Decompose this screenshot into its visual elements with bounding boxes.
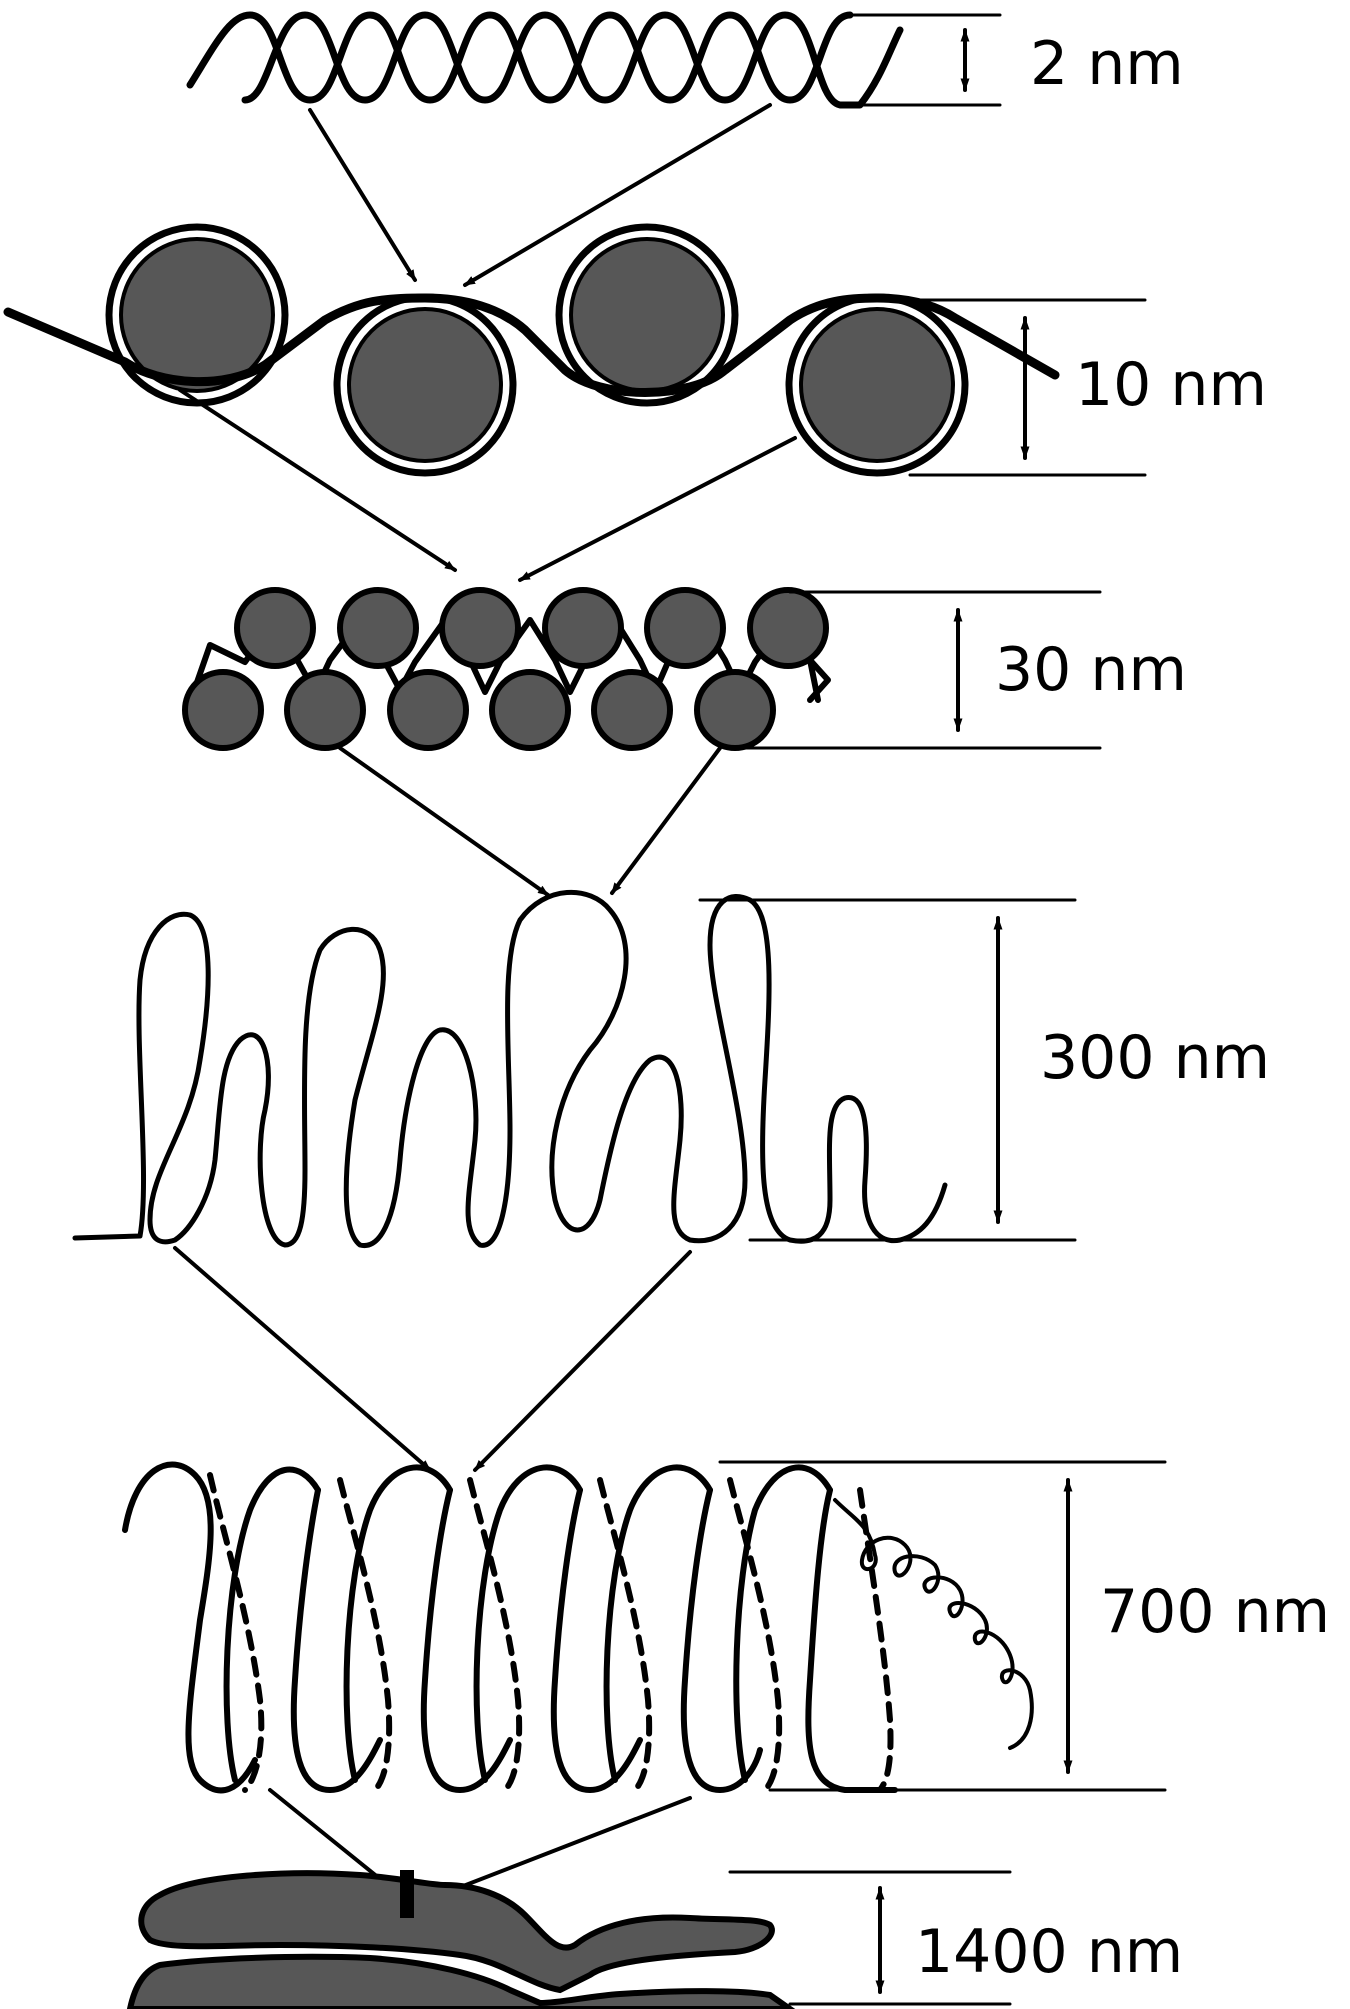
dimension-1400nm: 1400 nm — [730, 1872, 1183, 2004]
looped-domains — [75, 892, 945, 1245]
label-10nm: 10 nm — [1075, 350, 1267, 420]
nucleosome — [789, 297, 965, 473]
arrows-solenoid-to-loops — [340, 748, 720, 895]
chromatid-lower — [130, 1957, 790, 2009]
arrows-loops-to-condensed — [175, 1248, 690, 1470]
condensed-coil-section — [125, 1464, 1032, 1790]
label-700nm: 700 nm — [1100, 1577, 1330, 1647]
nucleosome-fiber — [8, 227, 1055, 473]
solenoid-fiber — [185, 590, 828, 748]
label-300nm: 300 nm — [1040, 1023, 1270, 1093]
dimension-300nm: 300 nm — [700, 900, 1270, 1240]
dna-double-helix — [190, 15, 900, 105]
nucleosome — [109, 227, 285, 403]
nucleosome — [337, 297, 513, 473]
label-1400nm: 1400 nm — [915, 1917, 1183, 1987]
centromere — [400, 1870, 414, 1918]
label-2nm: 2 nm — [1030, 29, 1184, 99]
metaphase-chromosome — [130, 1870, 790, 2009]
label-30nm: 30 nm — [995, 635, 1187, 705]
